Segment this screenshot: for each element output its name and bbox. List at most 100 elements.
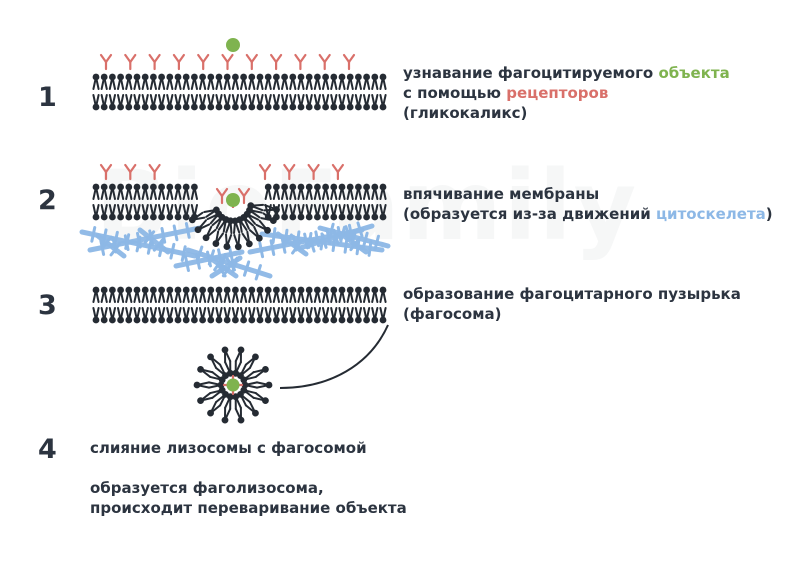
caption-text: происходит переваривание объекта	[90, 499, 407, 517]
lipid-head	[109, 316, 116, 324]
lipid-head	[338, 286, 346, 294]
lipid-head	[232, 73, 239, 81]
lipid-head	[100, 213, 108, 221]
lipid-head	[109, 213, 116, 221]
cytoskeleton-crosslink	[184, 222, 191, 239]
receptor-arm	[270, 53, 278, 64]
cytoskeleton-crosslink	[172, 224, 179, 242]
lipid-head	[248, 286, 256, 294]
lipid-head	[133, 213, 141, 221]
lipid-head	[207, 409, 214, 417]
lipid-head	[234, 243, 242, 251]
lipid-head	[256, 103, 264, 111]
lipid-head	[346, 316, 354, 324]
lipid-head	[215, 73, 223, 81]
lipid-head	[207, 286, 215, 294]
lipid-head	[281, 103, 288, 111]
lipid-head	[194, 226, 202, 234]
cytoskeleton-crosslink	[101, 228, 108, 246]
lipid-head	[264, 73, 272, 81]
lipid-head	[174, 183, 182, 191]
cytoskeleton-fiber	[137, 227, 171, 255]
cytoskeleton-crosslink	[291, 240, 303, 255]
lipid-head	[141, 183, 149, 191]
lipid-head	[199, 103, 207, 111]
membrane-step-3	[92, 286, 387, 324]
lipid-head	[371, 103, 379, 111]
cytoskeleton-crosslink	[196, 245, 204, 262]
lipid-head	[379, 213, 387, 221]
lipid-head	[371, 316, 379, 324]
lipid-head	[117, 183, 124, 191]
lipid-head	[199, 286, 207, 294]
lipid-head	[346, 103, 354, 111]
receptor-arm	[347, 53, 356, 64]
lipid-head	[223, 243, 231, 250]
lipid-head	[305, 213, 313, 221]
caption-line: (гликокаликс)	[403, 103, 730, 123]
lipid-head	[273, 183, 280, 191]
lipid-head	[363, 183, 370, 191]
receptor-arm	[263, 163, 272, 174]
receptor-arm	[294, 53, 302, 64]
cytoskeleton-crosslink	[308, 236, 316, 253]
receptor-arm	[237, 187, 246, 198]
lipid-head	[248, 316, 256, 324]
lipid-head	[100, 183, 108, 191]
cytoskeleton-crosslink	[331, 235, 337, 253]
receptor-arm	[250, 53, 258, 64]
lipid-head	[117, 213, 124, 221]
caption-text: с помощью	[403, 84, 507, 102]
lipid-head	[141, 286, 149, 294]
lipid-head	[338, 316, 346, 324]
lipid-head	[125, 286, 133, 294]
step-number-2: 2	[38, 185, 57, 216]
phagocytosed-object	[226, 38, 240, 52]
caption-line: с помощью рецепторов	[403, 83, 730, 103]
lipid-head	[150, 286, 157, 294]
lipid-head	[117, 73, 124, 81]
lipid-head	[150, 103, 157, 111]
lipid-head	[256, 73, 264, 81]
lipid-head	[289, 213, 297, 221]
lipid-head	[248, 73, 256, 81]
cytoskeleton-crosslink	[158, 240, 165, 258]
receptor-arm	[148, 53, 156, 64]
cytoskeleton-fiber	[95, 233, 127, 259]
lipid-head	[262, 397, 269, 405]
lipid-head	[207, 316, 215, 324]
lipid-head	[133, 286, 141, 294]
receptor-arm	[258, 163, 267, 174]
lipid-head	[355, 183, 362, 191]
lipid-head	[240, 103, 248, 111]
cytoskeleton-crosslink	[281, 233, 293, 248]
lipid-head	[371, 286, 379, 294]
cytoskeleton-crosslink	[328, 222, 335, 240]
membrane-step-1	[92, 38, 387, 111]
cytoskeleton-crosslink	[219, 252, 227, 270]
lipid-head	[355, 316, 362, 324]
lipid-head	[207, 353, 214, 361]
lipid-head	[182, 316, 190, 324]
lipid-head	[241, 381, 249, 389]
lipid-head	[158, 183, 166, 191]
lipid-head	[281, 73, 288, 81]
cytoskeleton-crosslink	[136, 231, 142, 249]
caption-text: )	[765, 205, 773, 223]
cytoskeleton-crosslink	[109, 242, 122, 257]
lipid-head	[281, 286, 288, 294]
lipid-head	[191, 316, 198, 324]
receptor-arm	[221, 53, 229, 64]
lipid-head	[158, 103, 166, 111]
lipid-head	[221, 346, 229, 354]
lipid-head	[240, 73, 248, 81]
lipid-head	[215, 286, 223, 294]
lipid-head	[379, 183, 387, 191]
lipid-head	[232, 316, 239, 324]
caption-text: (образуется из-за движений	[403, 205, 656, 223]
lipid-head	[212, 240, 220, 247]
cytoskeleton-crosslink	[339, 225, 346, 243]
lipid-head	[264, 316, 272, 324]
